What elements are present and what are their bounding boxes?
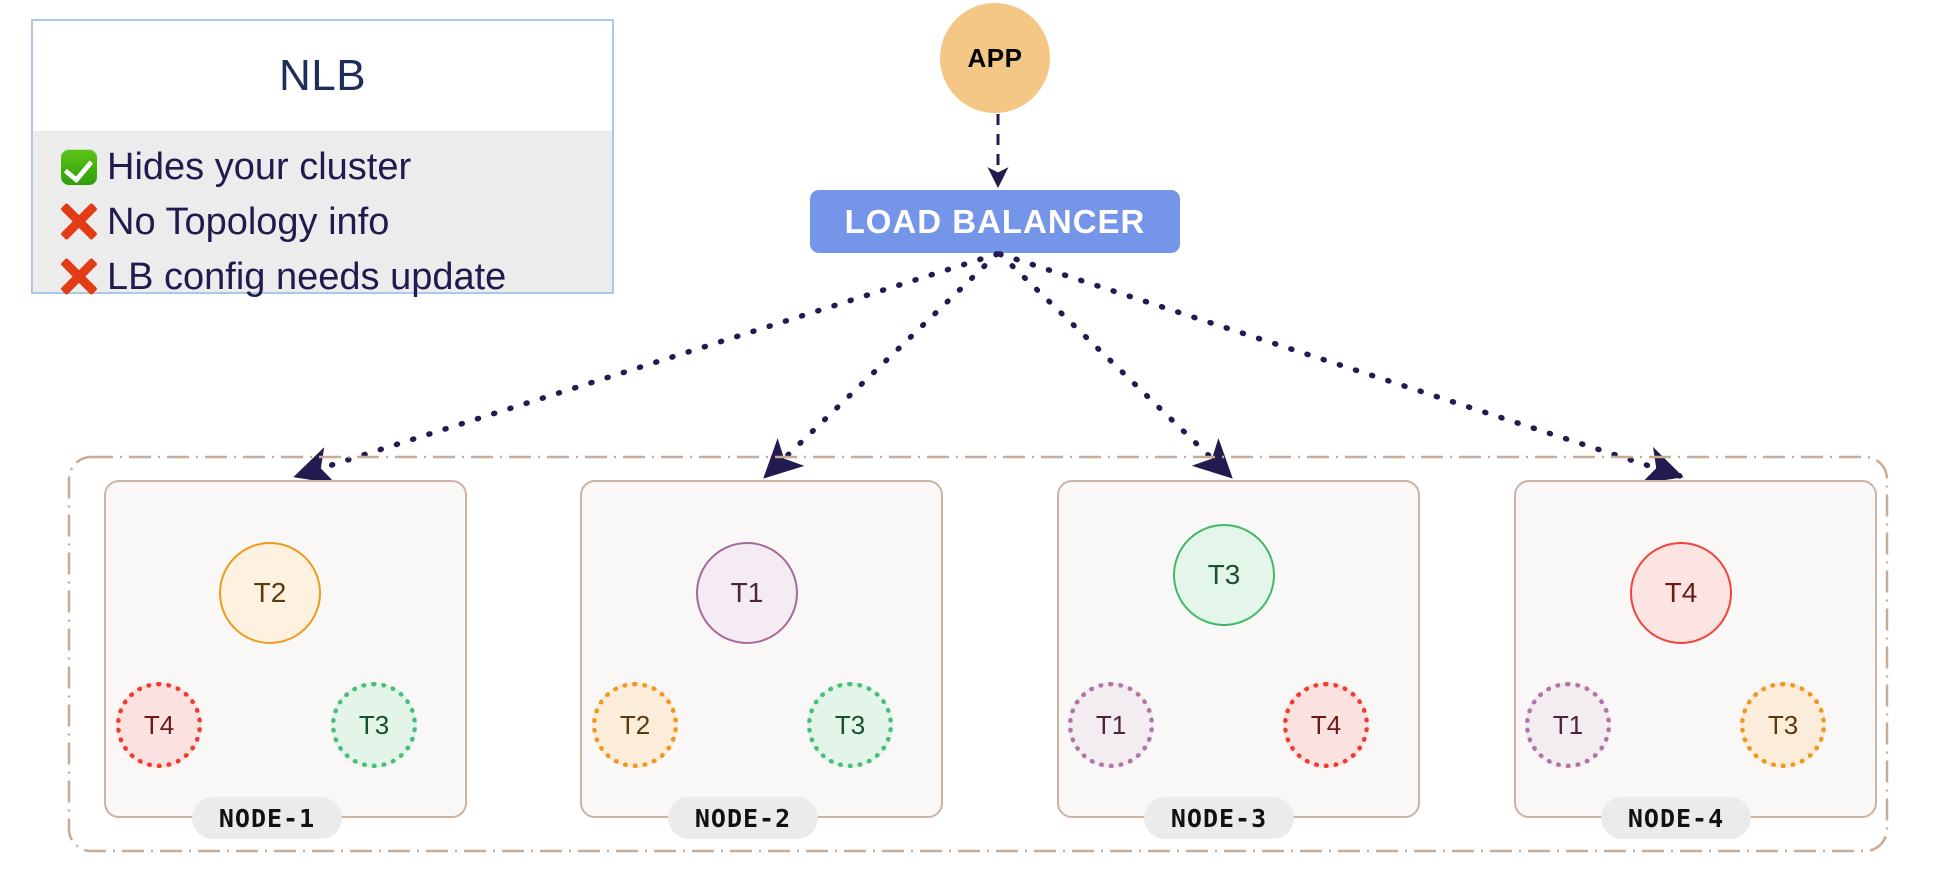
legend-item-0: Hides your cluster: [51, 139, 612, 194]
pod-inactive[interactable]: T2: [592, 682, 678, 768]
legend-item-label: Hides your cluster: [107, 145, 412, 188]
pod-inactive[interactable]: T3: [807, 682, 893, 768]
pod-inactive[interactable]: T1: [1525, 682, 1611, 768]
cross-icon: [51, 203, 107, 241]
node-label: NODE-3: [1144, 797, 1294, 839]
legend-item-label: No Topology info: [107, 200, 390, 243]
check-icon: [51, 148, 107, 185]
pod-inactive[interactable]: T3: [1740, 682, 1826, 768]
pod-active[interactable]: T1: [696, 542, 798, 644]
pod-active[interactable]: T4: [1630, 542, 1732, 644]
legend-item-1: No Topology info: [51, 194, 612, 249]
pod-inactive[interactable]: T4: [116, 682, 202, 768]
pod-inactive[interactable]: T3: [331, 682, 417, 768]
edge-lb-to-node-3: [997, 251, 1233, 479]
edge-lb-to-node-4: [997, 251, 1684, 484]
edge-lb-to-node-2: [763, 251, 1000, 479]
cross-icon: [51, 258, 107, 296]
pod-inactive[interactable]: T4: [1283, 682, 1369, 768]
pod-inactive[interactable]: T1: [1068, 682, 1154, 768]
nlb-legend-box: NLB Hides your cluster No Topology info …: [31, 19, 614, 296]
pod-active[interactable]: T2: [219, 542, 321, 644]
load-balancer-node[interactable]: LOAD BALANCER: [810, 190, 1180, 253]
node-label: NODE-1: [192, 797, 342, 839]
app-node[interactable]: APP: [940, 3, 1050, 113]
nlb-legend-list: Hides your cluster No Topology info LB c…: [33, 131, 612, 296]
nlb-legend-title: NLB: [278, 51, 367, 100]
node-label: NODE-4: [1601, 797, 1751, 839]
node-label: NODE-2: [668, 797, 818, 839]
legend-item-2: LB config needs update: [51, 249, 612, 304]
pod-active[interactable]: T3: [1173, 524, 1275, 626]
legend-item-label: LB config needs update: [107, 255, 507, 298]
